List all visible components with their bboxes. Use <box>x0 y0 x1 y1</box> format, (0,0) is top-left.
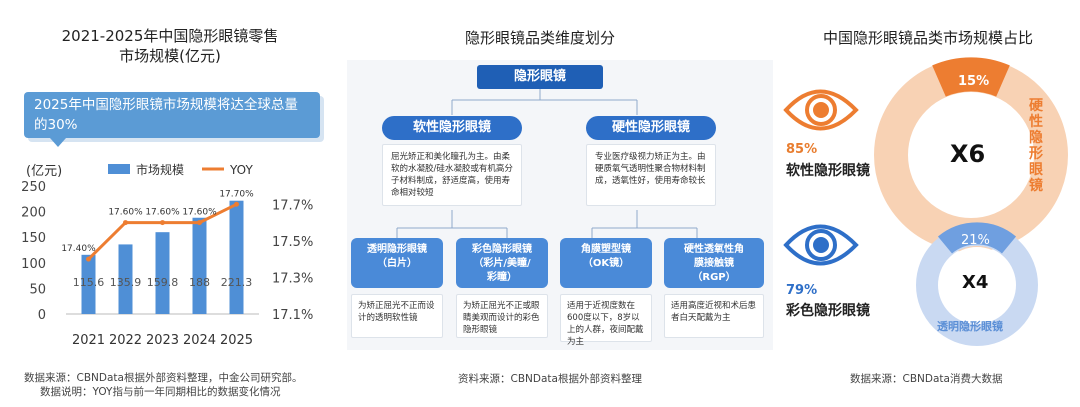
leaf-clear-lens-desc: 为矫正屈光不正而设计的透明软性镜 <box>351 294 443 338</box>
bar <box>155 232 170 314</box>
x-tick-label: 2025 <box>220 333 253 348</box>
clear-share-arc <box>937 222 1017 254</box>
soft-lens-label: 软性隐形眼镜 <box>786 163 870 179</box>
eye-icon-blue <box>783 224 859 266</box>
clear-share-pct: 21% <box>961 233 990 248</box>
yoy-value-label: 17.70% <box>219 189 254 199</box>
leaf-color-lens-line2: （彩片/美瞳/ <box>473 258 531 269</box>
yoy-point <box>160 220 165 226</box>
hard-lens-desc: 专业医疗级视力矫正为主。由硬质氧气透明性聚合物材料制成，透氧性好，使用寿命较长 <box>586 144 716 206</box>
leaf-ortho-k-lens: 角膜塑型镜 （OK镜） <box>560 238 652 288</box>
y-left-tick: 0 <box>38 308 46 323</box>
node-hard-lens: 硬性隐形眼镜 <box>586 116 716 140</box>
color-ring-center <box>939 247 1015 323</box>
unit-label: (亿元) <box>26 164 63 179</box>
right-title: 中国隐形眼镜品类市场规模占比 <box>822 29 1033 47</box>
leaf-color-lens-line3: 彩瞳） <box>487 272 517 283</box>
left-title-line1: 2021-2025年中国隐形眼镜零售 <box>61 27 279 45</box>
leaf-rgp-desc: 适用高度近视和术后患者白天配戴为主 <box>664 294 764 338</box>
eye-icon-orange <box>783 89 859 131</box>
left-source-line2: 数据说明：YOY指与前一年同期相比的数据变化情况 <box>40 386 281 398</box>
y-left-tick: 200 <box>21 206 46 221</box>
leaf-ortho-k-line2: （OK镜） <box>582 258 630 269</box>
yoy-point <box>86 256 91 262</box>
y-left-tick: 50 <box>29 282 46 297</box>
bar <box>81 254 96 314</box>
tree-connectors <box>396 89 698 238</box>
bar-value-label: 135.9 <box>110 276 142 289</box>
hard-share-arc <box>932 57 1010 97</box>
x-tick-label: 2024 <box>183 333 216 348</box>
node-contact-lens-root: 隐形眼镜 <box>477 65 603 89</box>
color-share-pct: 79% <box>786 283 818 298</box>
y-right-tick: 17.7% <box>272 198 313 213</box>
right-source: 数据来源：CBNData消费大数据 <box>850 373 1003 385</box>
x-tick-label: 2022 <box>109 333 142 348</box>
bar-value-label: 221.3 <box>221 276 253 289</box>
callout-box: 2025年中国隐形眼镜市场规模将达全球总量的30% <box>24 92 320 147</box>
x-tick-label: 2023 <box>146 333 179 348</box>
clear-ring-label: 透明隐形眼镜 <box>937 320 1003 333</box>
bar-value-label: 115.6 <box>73 276 105 289</box>
mid-title: 隐形眼镜品类维度划分 <box>464 29 615 47</box>
color-multiple: X4 <box>962 272 989 293</box>
leaf-ortho-k-desc: 适用于近视度数在600度以下，8岁以上的人群，夜间配戴为主 <box>560 294 652 347</box>
leaf-color-lens-desc: 为矫正屈光不正或眼睛美观而设计的彩色隐形眼镜 <box>456 294 548 338</box>
y-left-tick: 150 <box>21 231 46 246</box>
yoy-point <box>197 220 202 226</box>
legend-label-line: YOY <box>229 163 253 177</box>
leaf-rgp-line3: （RGP） <box>692 272 736 283</box>
yoy-value-label: 17.60% <box>145 208 180 218</box>
leaf-rgp-line2: 膜接触镜 <box>694 258 734 269</box>
hard-ring-label: 硬性隐形眼镜 <box>1029 98 1043 194</box>
leaf-color-lens: 彩色隐形眼镜 （彩片/美瞳/ 彩瞳） <box>456 238 548 288</box>
market-size-chart: 0 50 100 150 200 250 17.1% 17.3% 17.5% 17.7% 115.6… <box>21 162 313 348</box>
y-left-tick: 100 <box>21 257 46 272</box>
leaf-clear-lens-line2: （白片） <box>377 258 417 269</box>
bar <box>229 200 244 314</box>
soft-lens-desc: 屈光矫正和美化瞳孔为主。由柔软的水凝胶/硅水凝胶或有机高分子材料制成，舒适度高，… <box>382 144 522 206</box>
bar <box>118 244 133 314</box>
y-right-tick: 17.3% <box>272 271 313 286</box>
legend-label-bar: 市场规模 <box>136 162 184 177</box>
yoy-value-label: 17.40% <box>61 244 96 254</box>
leaf-rgp-line1: 硬性透氧性角 <box>684 244 744 255</box>
share-rings <box>783 57 1068 346</box>
y-right-tick: 17.1% <box>272 308 313 323</box>
color-lens-label: 彩色隐形眼镜 <box>786 303 870 319</box>
leaf-ortho-k-line1: 角膜塑型镜 <box>581 244 631 255</box>
leaf-clear-lens-line1: 透明隐形眼镜 <box>367 244 427 255</box>
leaf-color-lens-line1: 彩色隐形眼镜 <box>472 244 532 255</box>
y-left-tick: 250 <box>21 180 46 195</box>
x-tick-label: 2021 <box>72 333 105 348</box>
leaf-clear-lens: 透明隐形眼镜 （白片） <box>351 238 443 288</box>
leaf-rgp-lens: 硬性透氧性角 膜接触镜 （RGP） <box>664 238 764 288</box>
left-source-line1: 数据来源：CBNData根据外部资料整理，中金公司研究部。 <box>24 372 303 384</box>
bar-value-label: 159.8 <box>147 276 179 289</box>
yoy-value-label: 17.60% <box>182 208 217 218</box>
legend-swatch-bar <box>108 164 130 174</box>
yoy-point <box>123 220 128 226</box>
soft-multiple: X6 <box>950 140 986 168</box>
left-title-line2: 市场规模(亿元) <box>119 47 221 65</box>
soft-ring-center <box>909 93 1033 217</box>
node-soft-lens: 软性隐形眼镜 <box>382 116 522 140</box>
mid-source: 资料来源：CBNData根据外部资料整理 <box>458 373 642 385</box>
y-right-tick: 17.5% <box>272 235 313 250</box>
hard-share-pct: 15% <box>958 74 990 89</box>
bar <box>192 217 207 314</box>
bar-value-label: 188 <box>189 276 210 289</box>
soft-share-pct: 85% <box>786 142 818 157</box>
yoy-point <box>234 201 239 207</box>
yoy-value-label: 17.60% <box>108 208 143 218</box>
